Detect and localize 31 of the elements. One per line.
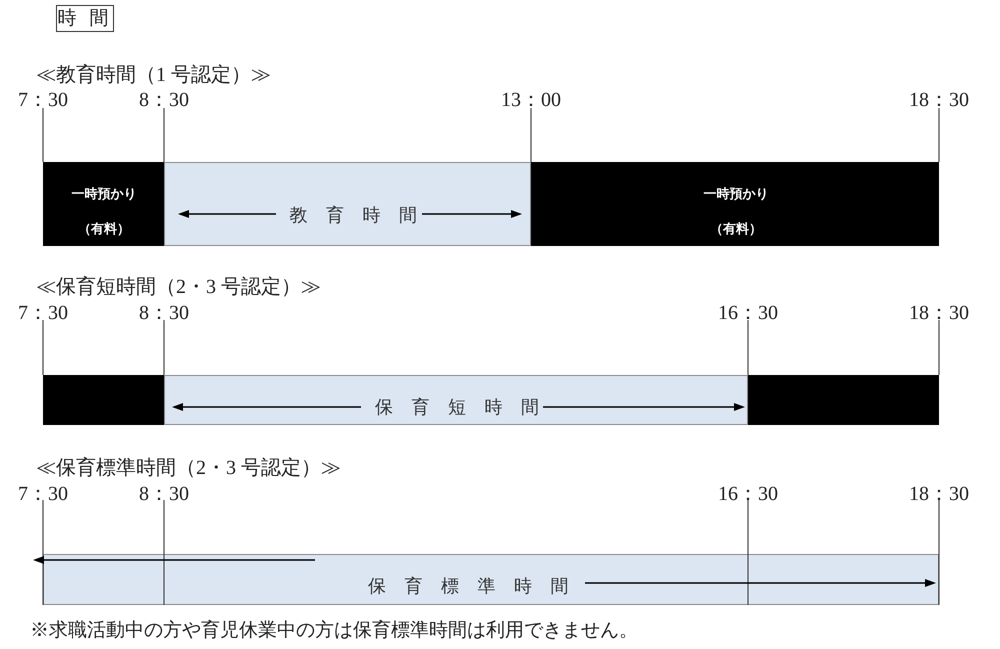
section-heading: ≪保育短時間（2・3 号認定）≫	[36, 277, 321, 297]
band-label: 保 育 標 準 時 間	[366, 575, 576, 598]
band-label: 教 育 時 間	[288, 204, 424, 227]
band-label: 一時預かり	[704, 186, 768, 203]
time-band	[43, 162, 164, 246]
time-label: 8：30	[139, 303, 189, 323]
time-label: 18：30	[909, 90, 969, 110]
band-label: （有料）	[78, 221, 130, 238]
time-label: 7：30	[18, 90, 68, 110]
page-title: 時 間	[56, 5, 114, 32]
section-heading: ≪保育標準時間（2・3 号認定）≫	[36, 458, 341, 478]
time-band	[748, 375, 939, 425]
footnote: ※求職活動中の方や育児休業中の方は保育標準時間は利用できません。	[30, 621, 638, 640]
time-band	[164, 375, 748, 425]
band-label: （有料）	[710, 221, 762, 238]
time-band	[43, 554, 939, 605]
time-label: 7：30	[18, 303, 68, 323]
band-label: 保 育 短 時 間	[374, 396, 546, 419]
band-label: 一時預かり	[72, 186, 136, 203]
time-label: 8：30	[139, 484, 189, 504]
time-label: 18：30	[909, 484, 969, 504]
time-label: 8：30	[139, 90, 189, 110]
section-heading: ≪教育時間（1 号認定）≫	[36, 65, 271, 85]
time-label: 13：00	[501, 90, 561, 110]
time-band	[531, 162, 939, 246]
time-band	[43, 375, 164, 425]
time-label: 7：30	[18, 484, 68, 504]
time-label: 16：30	[718, 484, 778, 504]
time-label: 18：30	[909, 303, 969, 323]
time-band	[164, 162, 531, 246]
time-label: 16：30	[718, 303, 778, 323]
